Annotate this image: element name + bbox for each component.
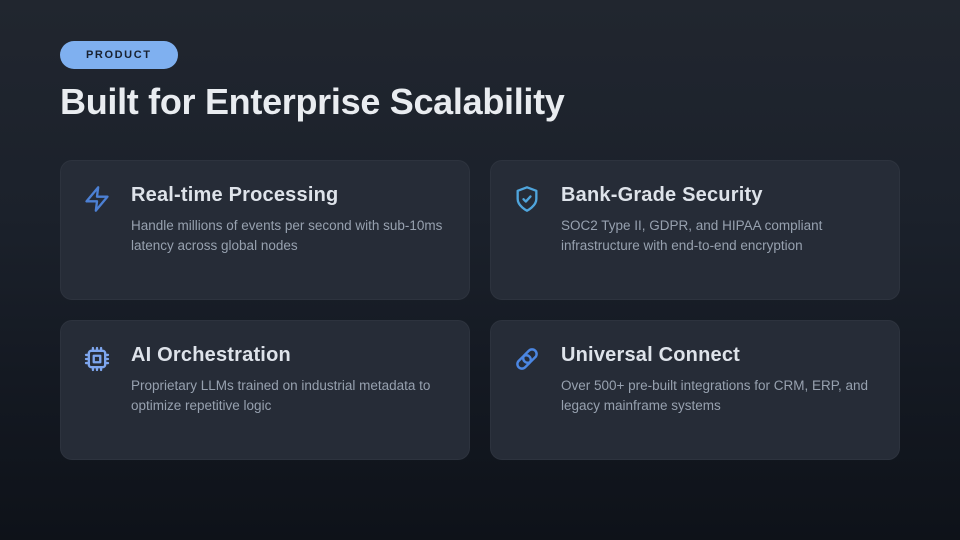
product-badge: PRODUCT <box>60 41 178 69</box>
card-description: Over 500+ pre-built integrations for CRM… <box>561 378 869 413</box>
card-body: Bank-Grade Security SOC2 Type II, GDPR, … <box>561 182 875 256</box>
link-icon <box>513 345 541 373</box>
card-title: AI Orchestration <box>131 344 291 366</box>
card-title: Universal Connect <box>561 344 741 366</box>
card-description: Handle millions of events per second wit… <box>131 218 443 253</box>
cpu-chip-icon <box>83 345 111 373</box>
card-body: Universal Connect Over 500+ pre-built in… <box>561 342 875 416</box>
card-body: AI Orchestration Proprietary LLMs traine… <box>131 342 445 416</box>
page-title: Built for Enterprise Scalability <box>60 81 565 122</box>
feature-card-grid: Real-time Processing Handle millions of … <box>60 160 900 460</box>
product-badge-label: PRODUCT <box>86 49 152 61</box>
card-body: Real-time Processing Handle millions of … <box>131 182 445 256</box>
feature-card-universal-connect: Universal Connect Over 500+ pre-built in… <box>490 320 900 460</box>
card-description: SOC2 Type II, GDPR, and HIPAA compliant … <box>561 218 823 253</box>
feature-card-ai-orchestration: AI Orchestration Proprietary LLMs traine… <box>60 320 470 460</box>
zap-icon <box>83 185 111 213</box>
feature-card-realtime-processing: Real-time Processing Handle millions of … <box>60 160 470 300</box>
feature-card-bank-grade-security: Bank-Grade Security SOC2 Type II, GDPR, … <box>490 160 900 300</box>
shield-check-icon <box>513 185 541 213</box>
card-title: Bank-Grade Security <box>561 184 763 206</box>
card-title: Real-time Processing <box>131 184 339 206</box>
card-description: Proprietary LLMs trained on industrial m… <box>131 378 431 413</box>
